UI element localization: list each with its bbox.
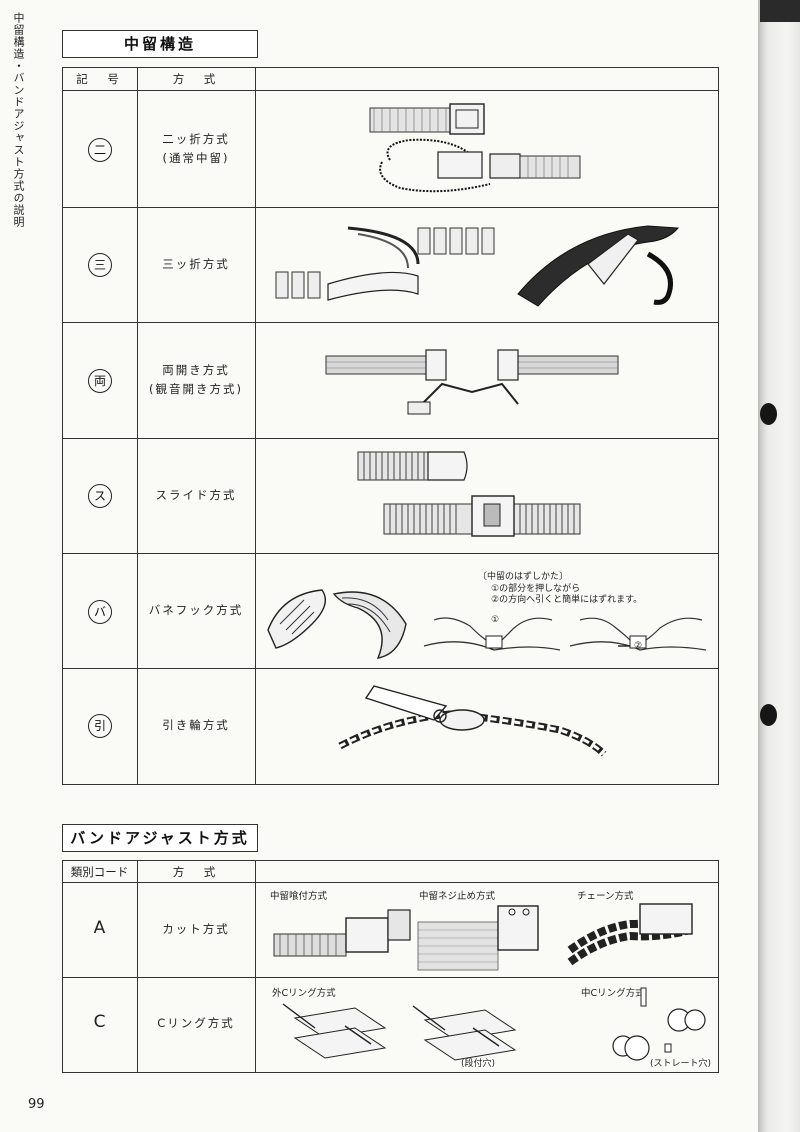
method-label: Cリング方式 xyxy=(157,1016,235,1030)
method-line: 三ッ折方式 xyxy=(162,257,230,271)
page-edge-shadow xyxy=(758,0,800,1132)
method-sub-line: (通常中留) xyxy=(162,151,230,165)
symbol-badge: 引 xyxy=(88,714,112,738)
release-instruction-line2: ②の方向へ引くと簡単にはずれます。 xyxy=(491,595,643,605)
binder-hole-upper xyxy=(760,403,777,425)
table-divider xyxy=(62,977,718,978)
caption-clasp-screw: 中留ネジ止め方式 xyxy=(419,891,496,902)
slide-clasp-illustration xyxy=(357,451,581,537)
note-straight-hole: (ストレート穴) xyxy=(650,1059,712,1069)
release-instruction-line1: ①の部分を押しながら xyxy=(491,584,581,594)
band-adjust-table xyxy=(62,860,719,1073)
header-method: 方 式 xyxy=(172,865,220,879)
category-code: A xyxy=(93,918,106,938)
c-ring-method-illustrations xyxy=(282,987,706,1061)
cut-method-illustrations xyxy=(273,903,693,971)
symbol-badge: ス xyxy=(88,484,112,508)
table-divider xyxy=(62,553,718,554)
header-code: 類別コード xyxy=(70,865,129,879)
pull-ring-clasp-illustration xyxy=(338,685,607,757)
page-corner-dark xyxy=(760,0,800,22)
table-divider xyxy=(137,860,138,1072)
header-method: 方 式 xyxy=(172,72,220,86)
caption-clasp-fixed: 中留喰付方式 xyxy=(270,891,328,902)
method-label: 両開き方式 (観音開き方式) xyxy=(137,361,255,399)
table-divider xyxy=(62,882,718,883)
symbol-badge: 三 xyxy=(88,253,112,277)
clasp-release-hands-illustration xyxy=(423,617,707,651)
section-title-band-adjust: バンドアジャスト方式 xyxy=(62,824,258,852)
table-divider xyxy=(62,322,718,323)
method-line: 両開き方式 xyxy=(162,363,230,377)
method-line: 引き輪方式 xyxy=(162,718,230,732)
method-label: 引き輪方式 xyxy=(137,716,255,735)
method-line: バネフック方式 xyxy=(148,603,244,617)
symbol-badge: バ xyxy=(88,600,112,624)
fold-clasp-illustration xyxy=(369,103,581,193)
table-divider xyxy=(62,438,718,439)
method-label: 三ッ折方式 xyxy=(137,255,255,274)
header-symbol: 記 号 xyxy=(76,72,123,86)
table-divider xyxy=(255,860,256,1072)
release-marker-2: ② xyxy=(634,641,643,651)
method-sub-line: (観音開き方式) xyxy=(149,382,243,396)
symbol-badge: 二 xyxy=(88,138,112,162)
double-opening-clasp-illustration xyxy=(325,349,619,415)
side-running-label: 中留構造・バンドアジャスト方式の説明 xyxy=(12,12,25,228)
method-label: バネフック方式 xyxy=(137,601,255,620)
note-stepped-hole: (段付穴) xyxy=(461,1059,496,1069)
binder-hole-lower xyxy=(760,704,777,726)
table-divider xyxy=(137,67,138,784)
method-line: 二ッ折方式 xyxy=(162,132,230,146)
release-marker-1: ① xyxy=(491,615,500,625)
clasp-structure-table xyxy=(62,67,719,785)
category-code: C xyxy=(93,1012,106,1032)
method-label: 二ッ折方式 (通常中留) xyxy=(137,130,255,168)
tri-fold-clasp-illustration xyxy=(275,225,680,307)
method-label: スライド方式 xyxy=(137,486,255,505)
caption-inner-c-ring: 中Cリング方式 xyxy=(581,988,645,999)
table-divider xyxy=(62,207,718,208)
symbol-badge: 両 xyxy=(88,369,112,393)
method-line: スライド方式 xyxy=(155,488,237,502)
table-divider xyxy=(255,67,256,784)
section-title-clasp-structure: 中留構造 xyxy=(62,30,258,58)
release-instruction-title: 〔中留のはずしかた〕 xyxy=(478,572,569,582)
spring-hook-clasp-illustration xyxy=(267,589,407,659)
caption-chain: チェーン方式 xyxy=(577,891,634,902)
page-number: 99 xyxy=(28,1097,45,1112)
table-divider xyxy=(62,668,718,669)
caption-outer-c-ring: 外Cリング方式 xyxy=(272,988,336,999)
method-label: カット方式 xyxy=(162,922,230,936)
table-divider xyxy=(62,90,718,91)
